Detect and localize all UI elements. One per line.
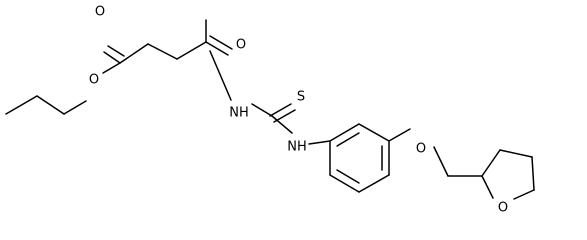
bond-thf-4	[513, 189, 535, 200]
atom-ester-o-link: O	[89, 73, 99, 88]
bond-ring-inner-3	[336, 169, 360, 184]
bond-amide-co-2	[209, 35, 233, 50]
bond-propyl-2	[36, 95, 65, 115]
bond-chain-1	[119, 43, 149, 64]
molecule-structure: O O O NH S NH O O	[5, 5, 535, 216]
bond-propyl-1	[5, 95, 38, 115]
atom-ring-o: O	[498, 201, 508, 216]
bond-amide-c-nh	[209, 50, 232, 101]
bond-nh-ring	[308, 140, 331, 145]
bonds	[5, 19, 535, 200]
bond-thf-3	[531, 156, 535, 191]
bond-propyl-3	[63, 100, 87, 115]
bond-cs-1	[269, 103, 292, 117]
bond-ester-co-1	[103, 51, 121, 64]
atom-labels: O O O NH S NH O O	[89, 5, 508, 216]
bond-ring-inner-1	[336, 132, 360, 147]
bond-ring-4	[358, 174, 390, 193]
bond-thf-5	[481, 175, 494, 199]
atom-aryl-nh: NH	[287, 140, 307, 155]
bond-chain-3	[176, 41, 207, 60]
atom-ester-o-carbonyl: O	[95, 5, 105, 20]
bond-ester-co-2	[107, 45, 125, 57]
bond-thf-2	[499, 149, 533, 158]
atom-ether-o: O	[416, 142, 426, 157]
bond-cs-nh	[271, 115, 293, 134]
atom-thio-s: S	[297, 90, 305, 105]
atom-imide-nh: NH	[229, 106, 249, 121]
bond-ring-5	[329, 174, 360, 193]
bond-chain-2	[147, 43, 178, 60]
atom-amide-o: O	[236, 38, 246, 53]
bond-amide-co-1	[205, 41, 229, 56]
bond-nh-cs	[251, 103, 273, 117]
bond-ring-1	[329, 123, 360, 142]
bond-ether-ch2	[433, 146, 449, 177]
bond-ester-o-c	[102, 62, 121, 74]
bond-thf-1	[481, 149, 501, 177]
bond-ring-2	[358, 123, 390, 142]
bond-ring-ether	[388, 128, 411, 142]
